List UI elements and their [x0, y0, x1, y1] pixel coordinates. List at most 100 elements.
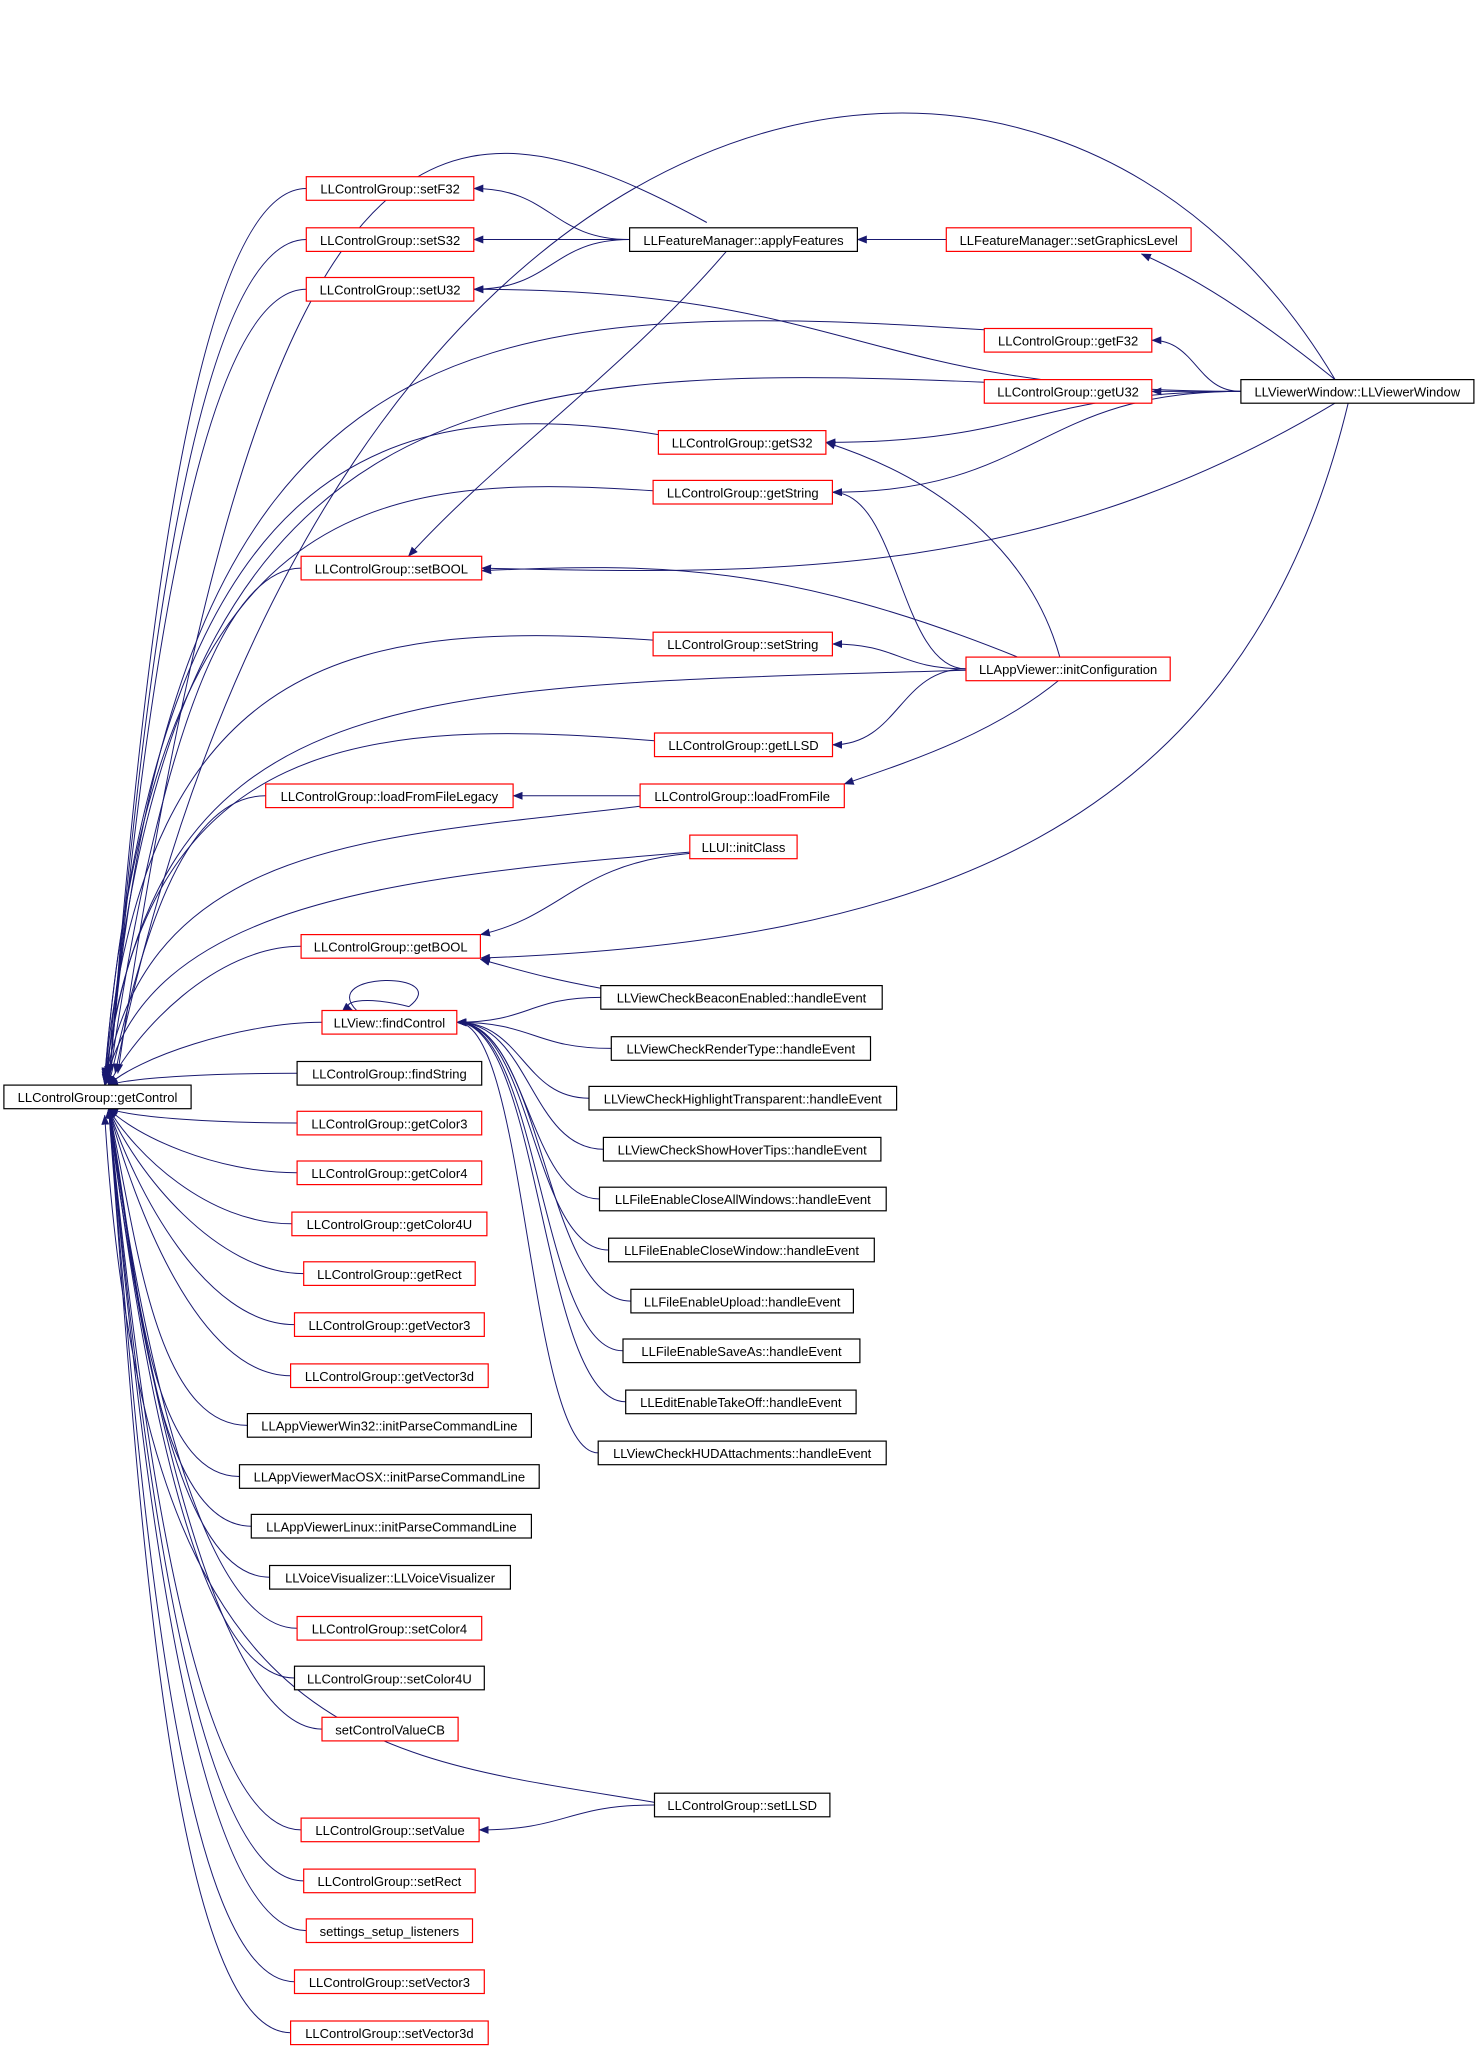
node-box-applyFeatures[interactable]	[628, 227, 858, 253]
node-takeoff[interactable]: LLEditEnableTakeOff::handleEvent	[625, 1389, 857, 1415]
node-saveas[interactable]: LLFileEnableSaveAs::handleEvent	[622, 1338, 861, 1364]
node-box-closewindow[interactable]	[607, 1237, 875, 1263]
node-upload[interactable]: LLFileEnableUpload::handleEvent	[630, 1288, 855, 1314]
node-initConfiguration[interactable]: LLAppViewer::initConfiguration	[965, 656, 1171, 682]
node-linux[interactable]: LLAppViewerLinux::initParseCommandLine	[250, 1513, 533, 1539]
node-box-saveas[interactable]	[622, 1338, 861, 1364]
node-getU32[interactable]: LLControlGroup::getU32	[983, 379, 1153, 404]
node-box-getLLSD[interactable]	[653, 732, 834, 758]
node-getBOOL[interactable]: LLControlGroup::getBOOL	[300, 933, 482, 959]
node-getVector3[interactable]: LLControlGroup::getVector3	[293, 1312, 485, 1338]
node-setS32[interactable]: LLControlGroup::setS32	[305, 227, 475, 253]
node-loadFromFileLegacy[interactable]: LLControlGroup::loadFromFileLegacy	[265, 783, 514, 809]
node-box-setBOOL[interactable]	[300, 555, 483, 581]
node-getColor4[interactable]: LLControlGroup::getColor4	[296, 1160, 483, 1186]
node-setF32[interactable]: LLControlGroup::setF32	[305, 176, 475, 201]
node-box-setRect[interactable]	[303, 1868, 476, 1894]
node-box-getF32[interactable]	[983, 327, 1153, 353]
node-closeall[interactable]: LLFileEnableCloseAllWindows::handleEvent	[598, 1186, 887, 1212]
node-getString[interactable]: LLControlGroup::getString	[652, 479, 833, 505]
node-box-setLLSD[interactable]	[653, 1792, 831, 1818]
node-box-initClass[interactable]	[689, 834, 798, 860]
node-box-takeoff[interactable]	[625, 1389, 857, 1415]
node-box-closeall[interactable]	[598, 1186, 887, 1212]
node-box-setVector3[interactable]	[293, 1969, 485, 1995]
node-beacon[interactable]: LLViewCheckBeaconEnabled::handleEvent	[600, 984, 883, 1010]
node-initClass[interactable]: LLUI::initClass	[689, 834, 798, 860]
node-box-setColor4U[interactable]	[293, 1665, 485, 1691]
node-highlight[interactable]: LLViewCheckHighlightTransparent::handleE…	[588, 1085, 898, 1111]
node-box-initConfiguration[interactable]	[965, 656, 1171, 682]
node-hovertips[interactable]: LLViewCheckShowHoverTips::handleEvent	[602, 1136, 882, 1162]
node-applyFeatures[interactable]: LLFeatureManager::applyFeatures	[628, 227, 858, 253]
node-box-getControl[interactable]	[3, 1084, 192, 1110]
node-box-setS32[interactable]	[305, 227, 475, 253]
node-box-findControl[interactable]	[321, 1009, 458, 1035]
node-findString[interactable]: LLControlGroup::findString	[296, 1060, 483, 1086]
node-box-listeners[interactable]	[305, 1918, 474, 1944]
node-box-getRect[interactable]	[303, 1261, 476, 1287]
node-box-setControlValueCB[interactable]	[321, 1716, 459, 1742]
node-setVector3d[interactable]: LLControlGroup::setVector3d	[290, 2020, 489, 2046]
node-box-setColor4[interactable]	[296, 1615, 483, 1641]
node-box-hovertips[interactable]	[602, 1136, 882, 1162]
node-rendertype[interactable]: LLViewCheckRenderType::handleEvent	[610, 1036, 872, 1061]
node-box-hudattach[interactable]	[597, 1440, 887, 1466]
node-setRect[interactable]: LLControlGroup::setRect	[303, 1868, 476, 1894]
node-box-win32[interactable]	[246, 1412, 532, 1438]
node-llviewerwindow[interactable]: LLViewerWindow::LLViewerWindow	[1240, 379, 1475, 404]
node-setLLSD[interactable]: LLControlGroup::setLLSD	[653, 1792, 831, 1818]
node-setControlValueCB[interactable]: setControlValueCB	[321, 1716, 459, 1742]
node-box-getColor4[interactable]	[296, 1160, 483, 1186]
node-box-findString[interactable]	[296, 1060, 483, 1086]
node-box-getVector3d[interactable]	[290, 1363, 489, 1389]
node-box-getU32[interactable]	[983, 379, 1153, 404]
node-box-loadFromFileLegacy[interactable]	[265, 783, 514, 809]
node-setGraphicsLevel[interactable]: LLFeatureManager::setGraphicsLevel	[945, 227, 1192, 253]
node-box-setString[interactable]	[652, 631, 833, 657]
node-box-getString[interactable]	[652, 479, 833, 505]
node-box-rendertype[interactable]	[610, 1036, 872, 1061]
node-macosx[interactable]: LLAppViewerMacOSX::initParseCommandLine	[238, 1464, 540, 1489]
node-box-beacon[interactable]	[600, 984, 883, 1010]
node-getLLSD[interactable]: LLControlGroup::getLLSD	[653, 732, 834, 758]
node-getColor4U[interactable]: LLControlGroup::getColor4U	[291, 1211, 488, 1237]
node-closewindow[interactable]: LLFileEnableCloseWindow::handleEvent	[607, 1237, 875, 1263]
node-box-llviewerwindow[interactable]	[1240, 379, 1475, 404]
node-getVector3d[interactable]: LLControlGroup::getVector3d	[290, 1363, 489, 1389]
node-box-setF32[interactable]	[305, 176, 475, 201]
node-box-setGraphicsLevel[interactable]	[945, 227, 1192, 253]
node-getControl[interactable]: LLControlGroup::getControl	[3, 1084, 192, 1110]
node-getRect[interactable]: LLControlGroup::getRect	[303, 1261, 476, 1287]
node-box-getColor3[interactable]	[296, 1110, 483, 1136]
node-box-loadFromFile[interactable]	[639, 783, 845, 809]
node-box-upload[interactable]	[630, 1288, 855, 1314]
node-win32[interactable]: LLAppViewerWin32::initParseCommandLine	[246, 1412, 532, 1438]
node-loadFromFile[interactable]: LLControlGroup::loadFromFile	[639, 783, 845, 809]
node-box-highlight[interactable]	[588, 1085, 898, 1111]
node-box-macosx[interactable]	[238, 1464, 540, 1489]
node-box-voicevis[interactable]	[269, 1564, 512, 1590]
node-getS32[interactable]: LLControlGroup::getS32	[657, 430, 827, 455]
node-voicevis[interactable]: LLVoiceVisualizer::LLVoiceVisualizer	[269, 1564, 512, 1590]
node-getF32[interactable]: LLControlGroup::getF32	[983, 327, 1153, 353]
node-setVector3[interactable]: LLControlGroup::setVector3	[293, 1969, 485, 1995]
node-findControl[interactable]: LLView::findControl	[321, 1009, 458, 1035]
node-box-linux[interactable]	[250, 1513, 533, 1539]
node-hudattach[interactable]: LLViewCheckHUDAttachments::handleEvent	[597, 1440, 887, 1466]
node-box-setValue[interactable]	[300, 1817, 480, 1843]
node-setValue[interactable]: LLControlGroup::setValue	[300, 1817, 480, 1843]
node-box-getVector3[interactable]	[293, 1312, 485, 1338]
node-box-getColor4U[interactable]	[291, 1211, 488, 1237]
node-box-getBOOL[interactable]	[300, 933, 482, 959]
node-box-setVector3d[interactable]	[290, 2020, 489, 2046]
node-setString[interactable]: LLControlGroup::setString	[652, 631, 833, 657]
node-setU32[interactable]: LLControlGroup::setU32	[305, 276, 475, 302]
node-listeners[interactable]: settings_setup_listeners	[305, 1918, 474, 1944]
node-setColor4[interactable]: LLControlGroup::setColor4	[296, 1615, 483, 1641]
node-getColor3[interactable]: LLControlGroup::getColor3	[296, 1110, 483, 1136]
node-setColor4U[interactable]: LLControlGroup::setColor4U	[293, 1665, 485, 1691]
node-box-setU32[interactable]	[305, 276, 475, 302]
node-box-getS32[interactable]	[657, 430, 827, 455]
node-setBOOL[interactable]: LLControlGroup::setBOOL	[300, 555, 483, 581]
